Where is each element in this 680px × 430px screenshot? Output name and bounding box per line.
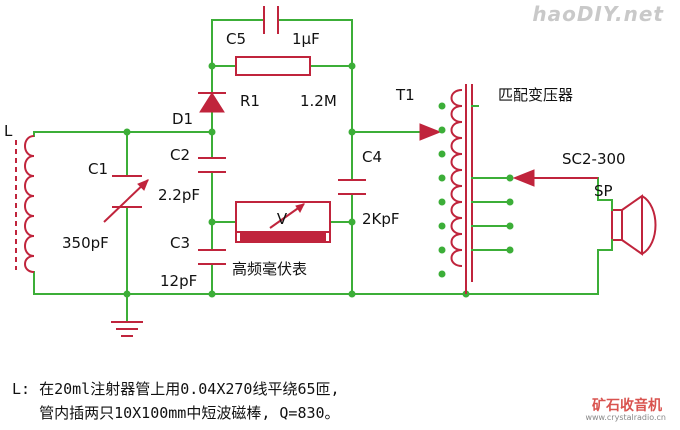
capacitor-c5 xyxy=(263,6,279,34)
label-c1-value: 350pF xyxy=(62,234,109,252)
note-line-2: 管内插两只10X100mm中短波磁棒, Q=830。 xyxy=(12,404,340,422)
capacitor-c4 xyxy=(338,179,366,195)
label-c3: C3 xyxy=(170,234,190,252)
label-c2: C2 xyxy=(170,146,190,164)
sp-tap-arrow xyxy=(512,169,598,187)
watermark-site: haoDIY.net xyxy=(532,2,664,26)
inductor-l xyxy=(15,135,35,273)
label-c2-value: 2.2pF xyxy=(158,186,200,204)
note-line-1: L: 在20ml注射器管上用0.04X270线平绕65匝, xyxy=(12,380,340,398)
label-sc: SC2-300 xyxy=(562,150,626,168)
label-c1: C1 xyxy=(88,160,108,178)
watermark-cn: 矿石收音机 xyxy=(592,398,662,414)
t1-input-arrow xyxy=(419,123,442,141)
capacitor-c3 xyxy=(198,249,226,265)
label-c4: C4 xyxy=(362,148,382,166)
watermark-url: www.crystalradio.cn xyxy=(585,413,666,422)
transformer-t1 xyxy=(438,84,514,294)
label-c5: C5 xyxy=(226,30,246,48)
label-c3-value: 12pF xyxy=(160,272,197,290)
resistor-r1 xyxy=(235,56,311,76)
label-d1: D1 xyxy=(172,110,193,128)
label-r1: R1 xyxy=(240,92,260,110)
speaker-icon xyxy=(611,194,657,256)
wires xyxy=(33,19,613,323)
label-r1-value: 1.2M xyxy=(300,92,337,110)
label-c5-value: 1μF xyxy=(292,30,320,48)
capacitor-c1 xyxy=(103,175,149,223)
millivoltmeter: V xyxy=(235,201,331,243)
junction-dots xyxy=(123,62,470,298)
label-sp: SP xyxy=(594,182,613,200)
label-t1-desc: 匹配变压器 xyxy=(498,86,573,104)
label-l: L xyxy=(4,122,13,140)
diode-d1 xyxy=(198,92,226,113)
component-labels: L C1 350pF D1 C2 2.2pF C3 12pF C5 1μF R1… xyxy=(4,30,626,290)
label-c4-value: 2KpF xyxy=(362,210,400,228)
meter-symbol: V xyxy=(277,210,288,228)
capacitor-c2 xyxy=(198,157,226,173)
label-t1: T1 xyxy=(395,86,415,104)
ground-symbol xyxy=(111,321,143,337)
label-meter: 高频毫伏表 xyxy=(232,260,307,278)
